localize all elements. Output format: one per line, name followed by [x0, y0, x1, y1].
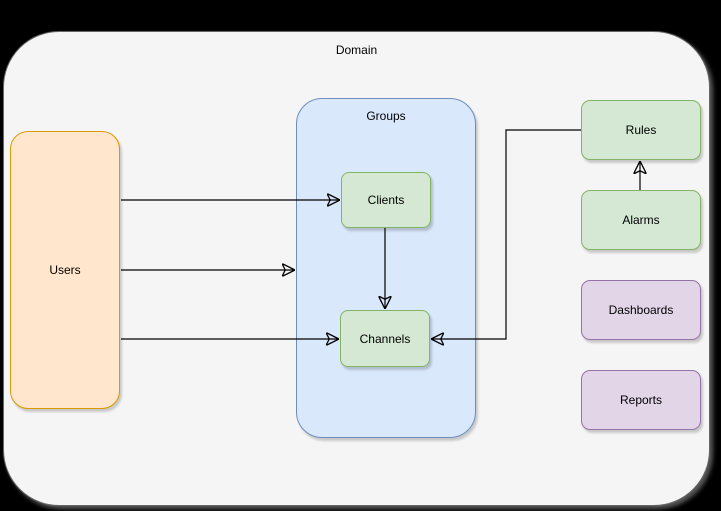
domain-label: Domain [335, 43, 378, 57]
node-dashboards[interactable]: Dashboards [581, 280, 701, 340]
node-alarms[interactable]: Alarms [581, 190, 701, 250]
node-users[interactable]: Users [10, 131, 120, 409]
groups-label: Groups [366, 109, 406, 123]
rules-label: Rules [625, 123, 657, 137]
node-rules[interactable]: Rules [581, 100, 701, 160]
dashboards-label: Dashboards [608, 303, 674, 317]
node-clients[interactable]: Clients [341, 172, 431, 228]
alarms-label: Alarms [622, 213, 660, 227]
node-reports[interactable]: Reports [581, 370, 701, 430]
users-label: Users [49, 263, 81, 277]
groups-container[interactable]: Groups [296, 98, 476, 438]
clients-label: Clients [367, 193, 405, 207]
reports-label: Reports [619, 393, 663, 407]
node-channels[interactable]: Channels [340, 310, 430, 367]
channels-label: Channels [359, 331, 411, 346]
